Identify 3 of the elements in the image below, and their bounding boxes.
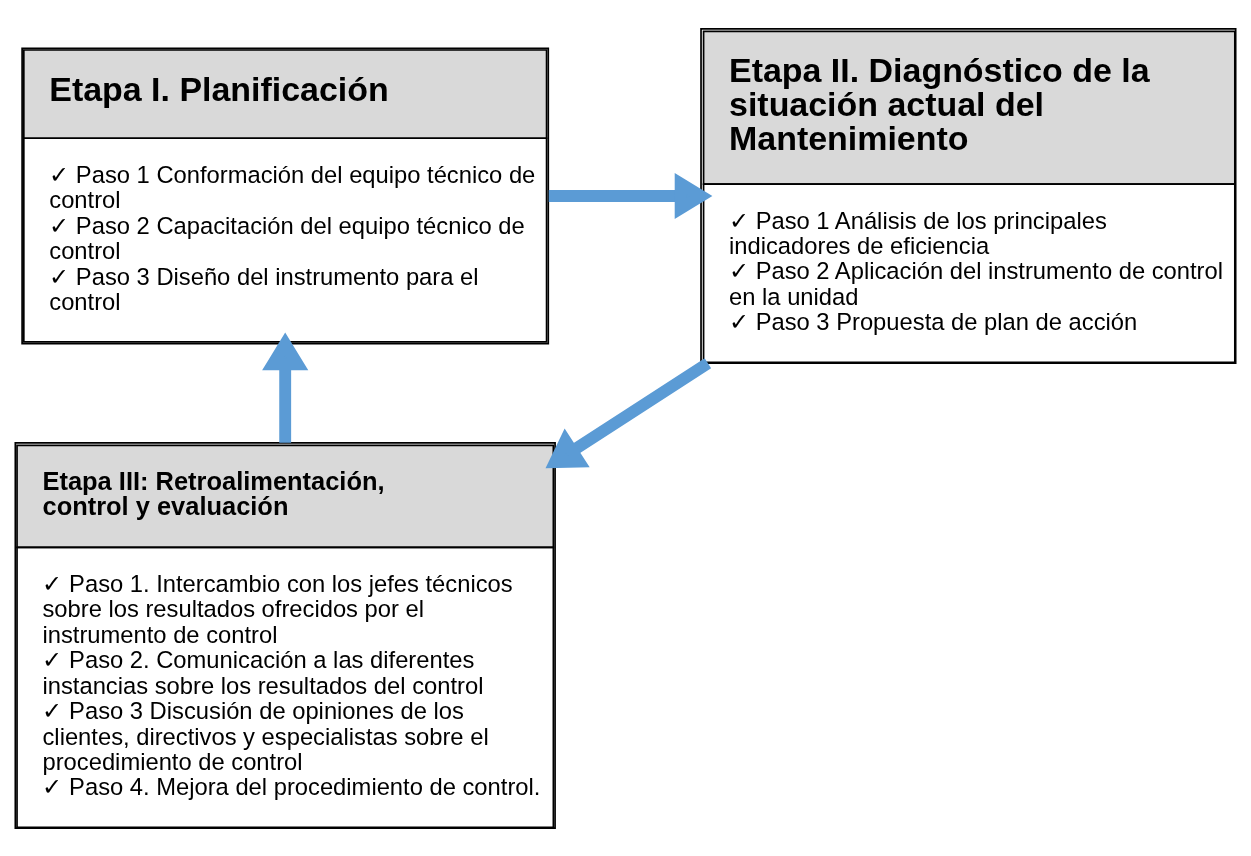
arrow <box>548 172 713 219</box>
arrow <box>545 357 712 468</box>
arrow <box>262 332 309 443</box>
